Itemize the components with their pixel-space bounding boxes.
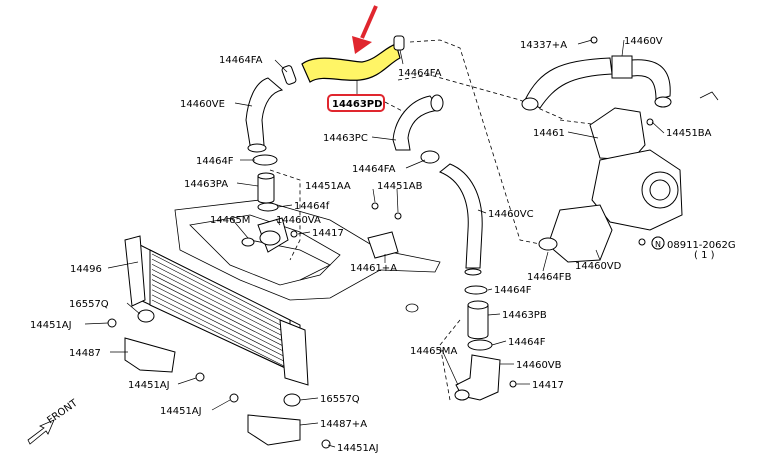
hose-14460VE: [245, 65, 297, 153]
label-14463PC: 14463PC: [323, 133, 368, 144]
label-16557Q-b: 16557Q: [320, 394, 360, 405]
label-08911-qty: ( 1 ): [694, 250, 715, 261]
intercooler-fin: [151, 263, 289, 335]
label-14463PB: 14463PB: [502, 310, 547, 321]
label-14464FA-a: 14464FA: [219, 55, 263, 66]
label-14460VE: 14460VE: [180, 99, 225, 110]
label-14417-a: 14417: [312, 228, 344, 239]
bracket-14461A: [367, 202, 402, 259]
pipe-14460VB: [454, 285, 517, 401]
intercooler-fin: [151, 284, 289, 354]
intercooler-fin: [151, 269, 289, 339]
intercooler-fin: [151, 258, 289, 330]
label-14464f-small: 14464f: [294, 201, 330, 212]
bracket-14487: [107, 318, 205, 382]
label-14461: 14461: [533, 128, 565, 139]
intercooler-fin: [151, 274, 289, 344]
label-front: FRONT: [45, 397, 80, 426]
nut-symbol-icon: N: [651, 236, 665, 250]
part-labels: 14464FA 14460VE 14464FA 14463PD 14337+A …: [30, 36, 736, 454]
label-14451AJ-a: 14451AJ: [30, 320, 72, 331]
label-14487A: 14487+A: [320, 419, 367, 430]
label-14451AB: 14451AB: [377, 181, 423, 192]
label-14460VA: 14460VA: [276, 215, 321, 226]
label-14465MA: 14465MA: [410, 346, 457, 357]
label-14464FB: 14464FB: [527, 272, 572, 283]
label-14464FA-b: 14464FA: [398, 68, 442, 79]
label-14337A: 14337+A: [520, 40, 567, 51]
label-14451BA: 14451BA: [666, 128, 712, 139]
red-arrow-icon: [352, 5, 378, 54]
grommet-16557Q-a: [137, 309, 155, 323]
intercooler-fin: [151, 294, 289, 364]
label-14451AJ-c: 14451AJ: [160, 406, 202, 417]
pipe-14460V: [521, 36, 719, 111]
highlight-box: [327, 94, 385, 112]
hose-14460VC: [392, 94, 483, 276]
intercooler-fin: [151, 279, 289, 349]
label-14460VD: 14460VD: [575, 261, 622, 272]
label-14465M: 14465M: [210, 215, 250, 226]
tube-14463PA: [252, 154, 279, 212]
label-14464FA-c: 14464FA: [352, 164, 396, 175]
intercooler-fin: [151, 253, 289, 325]
turbocharger: [538, 107, 683, 263]
label-14451AJ-d: 14451AJ: [337, 443, 379, 454]
svg-text:N: N: [655, 240, 661, 249]
label-14460VB: 14460VB: [516, 360, 562, 371]
grommet-16557Q-b: [283, 393, 301, 407]
label-14463PA: 14463PA: [184, 179, 228, 190]
label-14461A: 14461+A: [350, 263, 397, 274]
label-14451AJ-b: 14451AJ: [128, 380, 170, 391]
hose-14463PD: [301, 43, 401, 83]
label-14464F-c: 14464F: [508, 337, 546, 348]
clamp-14464FA-right: [393, 35, 405, 51]
intercooler-fin: [151, 299, 289, 369]
leader-lines: [84, 39, 665, 448]
label-14451AA: 14451AA: [305, 181, 351, 192]
front-arrow-icon: [27, 419, 55, 445]
label-08911: 08911-2062G: [667, 240, 736, 251]
bracket-14487A: [229, 393, 331, 449]
label-14417-b: 14417: [532, 380, 564, 391]
intercooler: [124, 235, 309, 386]
label-14460VC: 14460VC: [488, 209, 534, 220]
label-16557Q-a: 16557Q: [69, 299, 109, 310]
label-14463PD: 14463PD: [332, 99, 382, 110]
label-14496: 14496: [70, 264, 102, 275]
label-14487: 14487: [69, 348, 101, 359]
label-14464F-b: 14464F: [494, 285, 532, 296]
label-14464F-a: 14464F: [196, 156, 234, 167]
label-14460V: 14460V: [624, 36, 663, 47]
intercooler-fin: [151, 289, 289, 359]
pipe-14460VA: [241, 217, 298, 253]
